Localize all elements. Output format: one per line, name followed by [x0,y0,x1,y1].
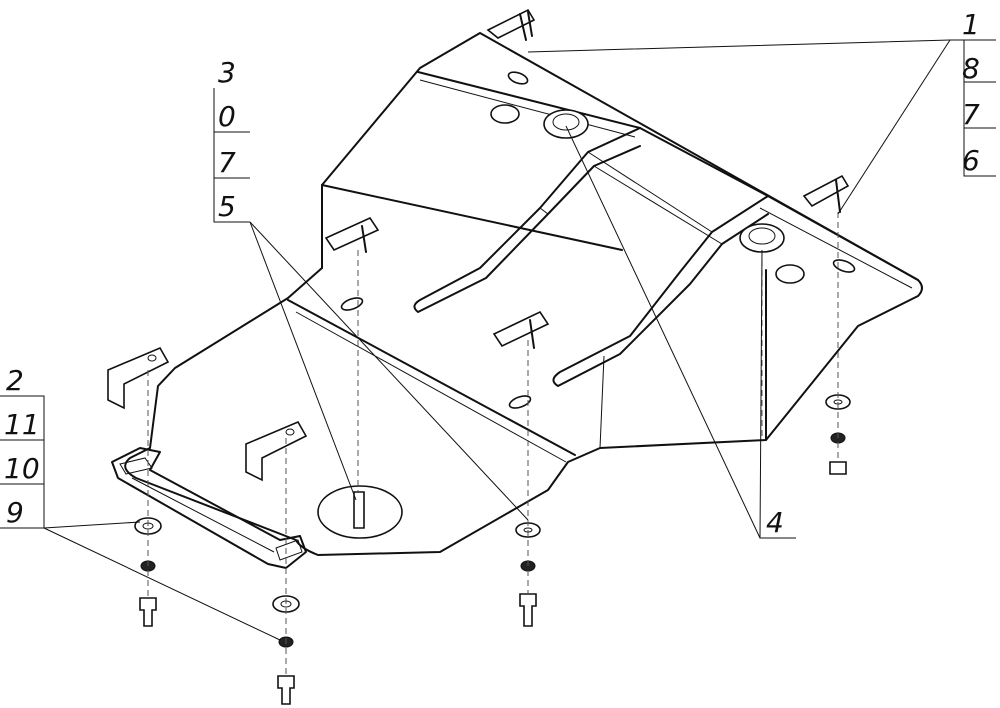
callout-11: 11 [4,408,40,441]
callout-labels: 1 8 7 6 3 0 7 5 2 11 10 9 4 [4,8,980,539]
brackets [107,8,850,482]
callout-0: 0 [218,100,236,133]
leader-lines [0,39,996,641]
callout-8: 8 [962,52,980,85]
skid-plate [111,32,923,569]
callout-6: 6 [962,144,980,177]
callout-1: 1 [962,8,980,41]
callout-2: 2 [6,364,24,397]
callout-4: 4 [766,506,784,539]
assembly-lines [147,212,839,676]
callout-9: 9 [6,496,24,529]
callout-7-right: 7 [962,98,980,131]
callout-5: 5 [218,190,236,223]
callout-10: 10 [4,452,40,485]
callout-7-left: 7 [218,146,236,179]
callout-3: 3 [218,56,236,89]
